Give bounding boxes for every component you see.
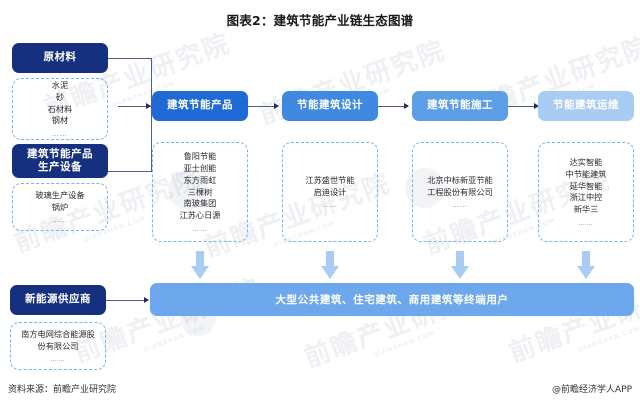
stage-box-raw-materials[interactable]: 原材料 <box>12 43 108 73</box>
arrow-right-icon <box>534 103 539 109</box>
end-users-bar[interactable]: 大型公共建筑、住宅建筑、商用建筑等终端用户 <box>150 283 634 316</box>
ellipsis: …… <box>452 201 468 210</box>
detail-box-raw-materials: 水泥 砂 石材料 钢材 …… <box>12 78 108 140</box>
connector-line <box>508 106 538 107</box>
stage-box-energy-supplier[interactable]: 新能源供应商 <box>10 285 106 315</box>
stage-box-building-design[interactable]: 节能建筑设计 <box>282 91 378 121</box>
stage-box-production-equipment[interactable]: 建筑节能产品 生产设备 <box>12 144 108 178</box>
detail-box-energy-supplier: 南方电网综合能源股 份有限公司 …… <box>10 322 106 370</box>
connector-line <box>151 106 152 172</box>
list-item: 石材料 <box>47 103 73 114</box>
watermark: 前瞻产业研究院 QIANZHAN.COM <box>253 30 452 138</box>
stage-box-construction[interactable]: 建筑节能施工 <box>412 91 508 121</box>
list-item: 新华三 <box>573 204 599 215</box>
arrow-right-icon <box>404 103 409 109</box>
list-item: 南玻集团 <box>183 198 217 209</box>
list-item: 砂 <box>55 91 65 102</box>
arrow-down-icon <box>577 251 595 279</box>
arrow-right-icon <box>146 103 151 109</box>
stage-box-operations[interactable]: 节能建筑运维 <box>538 91 634 121</box>
list-item: 水泥 <box>51 79 69 90</box>
stage-label: 建筑节能产品 <box>167 99 233 112</box>
list-item: 亚士创能 <box>183 162 217 173</box>
stage-label: 节能建筑运维 <box>553 99 619 112</box>
connector-line <box>106 300 148 301</box>
list-item: 江苏盛世节能 <box>305 174 355 185</box>
connector-line <box>108 171 152 172</box>
connector-line <box>378 106 408 107</box>
end-users-label: 大型公共建筑、住宅建筑、商用建筑等终端用户 <box>275 294 509 306</box>
list-item: 启迪设计 <box>313 186 347 197</box>
list-item: 江苏心日源 <box>179 210 221 221</box>
stage-label: 新能源供应商 <box>25 293 91 306</box>
list-item: 北京中标新亚节能 <box>427 174 493 185</box>
connector-line <box>118 106 152 107</box>
ellipsis: …… <box>50 355 66 364</box>
watermark-logo-icon <box>168 170 208 210</box>
list-item: 三棵树 <box>187 186 213 197</box>
list-item: 工程股份有限公司 <box>427 186 493 197</box>
arrow-down-icon <box>321 251 339 279</box>
list-item: 延华智能 <box>569 180 603 191</box>
connector-line <box>151 58 152 106</box>
arrow-down-icon <box>191 251 209 279</box>
detail-box-operations: 达实智能 中节能建筑 延华智能 浙江中控 新华三 …… <box>538 142 634 242</box>
list-item: 玻璃生产设备 <box>35 189 85 200</box>
ellipsis: …… <box>192 225 208 234</box>
watermark-sub: QIANZHAN.COM <box>372 329 437 359</box>
connector-line <box>108 58 152 59</box>
list-item: 钢材 <box>51 115 69 126</box>
list-item: 中节能建筑 <box>565 168 607 179</box>
stage-box-energy-saving-products[interactable]: 建筑节能产品 <box>152 91 248 121</box>
detail-box-production-equipment: 玻璃生产设备 锅炉 …… <box>12 183 108 231</box>
arrow-down-icon <box>451 251 469 279</box>
credit-note: @前瞻经济学人APP <box>551 385 632 395</box>
list-item: 鲁阳节能 <box>183 150 217 161</box>
list-item: 东方雨虹 <box>183 174 217 185</box>
stage-label-line1: 建筑节能产品 <box>27 147 93 160</box>
arrow-right-icon <box>144 297 149 303</box>
stage-label: 建筑节能施工 <box>427 99 493 112</box>
connector-line <box>248 106 278 107</box>
stage-label: 原材料 <box>43 51 77 64</box>
list-item: 浙江中控 <box>569 192 603 203</box>
detail-box-energy-saving-products: 鲁阳节能 亚士创能 东方雨虹 三棵树 南玻集团 江苏心日源 …… <box>152 142 248 242</box>
ellipsis: …… <box>52 216 68 225</box>
ellipsis: …… <box>578 219 594 228</box>
stage-label-line2: 生产设备 <box>38 161 82 173</box>
list-item: 达实智能 <box>569 156 603 167</box>
arrow-right-icon <box>274 103 279 109</box>
list-item: 份有限公司 <box>37 340 79 351</box>
stage-label: 节能建筑设计 <box>297 99 363 112</box>
ellipsis: …… <box>52 130 68 139</box>
detail-box-building-design: 江苏盛世节能 启迪设计 …… <box>282 142 378 242</box>
list-item: 锅炉 <box>51 201 69 212</box>
watermark-logo-icon <box>405 168 445 208</box>
detail-box-construction: 北京中标新亚节能 工程股份有限公司 …… <box>412 142 508 242</box>
ellipsis: …… <box>322 201 338 210</box>
list-item: 南方电网综合能源股 <box>21 328 95 339</box>
source-note: 资料来源：前瞻产业研究院 <box>8 385 117 395</box>
page-title: 图表2：建筑节能产业链生态图谱 <box>226 13 414 28</box>
